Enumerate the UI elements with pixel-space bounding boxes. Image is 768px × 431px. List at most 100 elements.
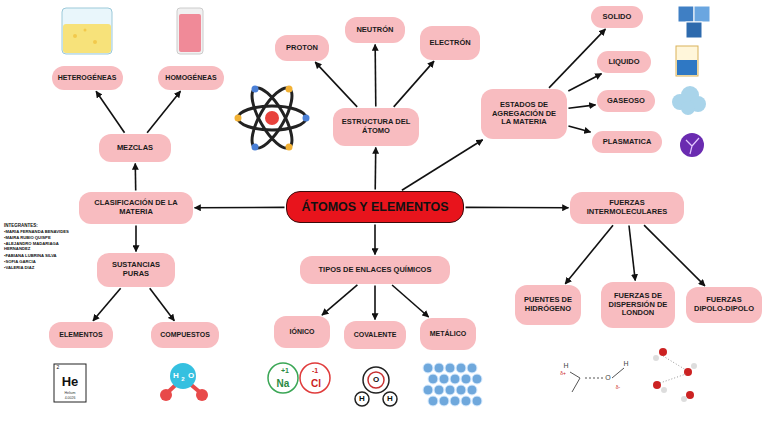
plasma-ball xyxy=(680,133,704,157)
heterogeneous-beaker xyxy=(62,8,112,54)
metallic-lattice xyxy=(423,363,482,406)
arrow-connector xyxy=(644,225,705,286)
icon-text: 2 xyxy=(181,376,184,383)
arrow-connector xyxy=(194,207,284,209)
liquid-beaker xyxy=(676,46,698,76)
icon-text: +1 xyxy=(281,367,289,375)
arrow-connector xyxy=(374,286,376,320)
icon-text: He xyxy=(62,375,79,389)
topic-box: ESTRUCTURA DEL ÁTOMO xyxy=(333,108,419,146)
dipole-molecules xyxy=(570,348,697,402)
topic-text: PROTON xyxy=(286,44,318,53)
team-member: •FABIANA LUBRINA SILVA xyxy=(4,254,57,259)
topic-text: GASEOSO xyxy=(607,97,645,106)
icon-text: O xyxy=(373,376,379,385)
icon-text: 4.0026 xyxy=(65,397,76,401)
icon-text: Na xyxy=(277,378,290,389)
arrow-connector xyxy=(392,285,429,317)
icon-text: Cl xyxy=(311,378,321,389)
arrow-connector xyxy=(134,163,136,190)
topic-text: FUERZAS INTERMOLECULARES xyxy=(575,199,679,216)
metal-ion xyxy=(472,374,482,384)
topic-text: MEZCLAS xyxy=(117,144,153,153)
topic-box: GASEOSO xyxy=(597,90,655,112)
metal-ion xyxy=(434,385,444,395)
topic-text: SUSTANCIAS PURAS xyxy=(102,261,170,278)
topic-text: COVALENTE xyxy=(354,331,397,339)
icon-text: 2 xyxy=(57,365,60,371)
metal-ion xyxy=(467,363,477,373)
arrow-connector xyxy=(147,91,180,133)
topic-text: CLASIFICACIÓN DE LA MATERIA xyxy=(84,199,188,216)
icon-text: Helium xyxy=(65,392,76,396)
metal-ion xyxy=(467,385,477,395)
topic-box: ELEMENTOS xyxy=(49,322,113,348)
arrow-connector xyxy=(466,207,569,209)
metal-ion xyxy=(428,396,438,406)
topic-box: SOLIDO xyxy=(591,6,643,28)
water-molecule xyxy=(160,363,208,401)
topic-text: ESTRUCTURA DEL ÁTOMO xyxy=(338,118,414,135)
metal-ion xyxy=(445,385,455,395)
topic-box: FUERZAS DE DISPERSIÓN DE LONDON xyxy=(601,282,675,328)
metal-ion xyxy=(445,363,455,373)
icon-text: H xyxy=(387,395,393,404)
arrow-connector xyxy=(93,288,121,321)
icon-text: -1 xyxy=(312,367,318,375)
metal-ion xyxy=(461,374,471,384)
gas-cloud xyxy=(672,86,706,115)
atom-icon xyxy=(235,83,310,154)
topic-box: FUERZAS DIPOLO-DIPOLO xyxy=(686,287,762,323)
team-member: INTEGRANTES: xyxy=(4,224,38,229)
topic-box: MEZCLAS xyxy=(99,134,171,162)
central-topic: ÁTOMOS Y ELEMENTOS xyxy=(286,191,464,223)
icon-text: O xyxy=(188,372,194,381)
arrow-connector xyxy=(150,288,175,321)
arrow-connector xyxy=(568,126,590,132)
arrow-connector xyxy=(402,140,483,190)
topic-box: PUENTES DE HIDRÓGENO xyxy=(515,285,581,325)
team-member: •SOFIA GARCIA xyxy=(4,260,36,265)
topic-box: CLASIFICACIÓN DE LA MATERIA xyxy=(79,192,193,224)
arrow-connector xyxy=(322,285,357,315)
icon-text: H xyxy=(173,372,179,381)
team-member: •ALEJANDRO MADARIAGA HERNANDEZ xyxy=(4,242,78,251)
topic-box: METÁLICO xyxy=(420,318,476,350)
solid-cubes xyxy=(678,6,710,38)
metal-ion xyxy=(450,396,460,406)
metal-ion xyxy=(461,396,471,406)
ionic-icon xyxy=(268,363,330,393)
covalent-icon xyxy=(355,367,397,406)
topic-box: SUSTANCIAS PURAS xyxy=(97,253,175,287)
topic-box: TIPOS DE ENLACES QUÍMICOS xyxy=(300,256,450,284)
arrow-connector xyxy=(374,147,376,189)
topic-text: ESTADOS DE AGREGACIÓN DE LA MATERIA xyxy=(486,101,562,127)
arrow-connector xyxy=(629,225,635,280)
arrow-connector xyxy=(568,74,601,91)
team-member: •VALERIA DIAZ xyxy=(4,266,34,271)
topic-text: FUERZAS DE DISPERSIÓN DE LONDON xyxy=(606,292,670,318)
icon-text: H xyxy=(359,395,365,404)
topic-box: FUERZAS INTERMOLECULARES xyxy=(570,192,684,224)
topic-text: METÁLICO xyxy=(430,330,467,338)
topic-box: HETEROGÉNEAS xyxy=(52,66,123,90)
topic-box: HOMOGÉNEAS xyxy=(158,66,224,90)
topic-text: COMPUESTOS xyxy=(160,331,210,339)
topic-box: COMPUESTOS xyxy=(151,322,219,348)
arrow-connector xyxy=(96,91,124,133)
metal-ion xyxy=(428,374,438,384)
icon-text: δ- xyxy=(616,385,620,391)
topic-text: HOMOGÉNEAS xyxy=(165,74,216,82)
arrow-connector xyxy=(394,61,434,107)
metal-ion xyxy=(439,396,449,406)
topic-text: TIPOS DE ENLACES QUÍMICOS xyxy=(319,266,432,275)
topic-text: IÓNICO xyxy=(290,328,315,336)
topic-text: NEUTRÓN xyxy=(356,26,393,35)
topic-box: ESTADOS DE AGREGACIÓN DE LA MATERIA xyxy=(481,89,567,139)
arrow-connector xyxy=(568,105,595,108)
topic-text: SOLIDO xyxy=(603,13,632,22)
metal-ion xyxy=(456,385,466,395)
icon-text: O xyxy=(605,374,610,382)
metal-ion xyxy=(456,363,466,373)
